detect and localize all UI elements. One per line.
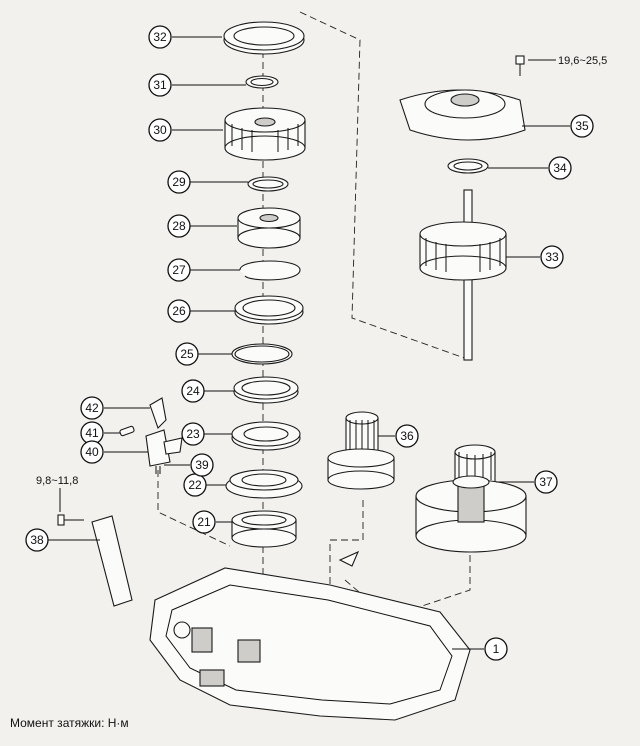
svg-text:28: 28 bbox=[172, 219, 186, 233]
svg-text:41: 41 bbox=[85, 426, 99, 440]
callout-21: 21 bbox=[192, 510, 216, 534]
part-33-shaft-gear bbox=[419, 189, 507, 361]
part-29-snap-ring bbox=[247, 176, 289, 192]
svg-text:27: 27 bbox=[172, 263, 186, 277]
svg-text:21: 21 bbox=[197, 515, 211, 529]
svg-text:31: 31 bbox=[153, 78, 167, 92]
part-25-ring bbox=[231, 343, 293, 365]
callout-40: 40 bbox=[80, 440, 104, 464]
callout-1: 1 bbox=[484, 637, 508, 661]
part-24-plate bbox=[233, 376, 299, 404]
svg-text:33: 33 bbox=[545, 250, 559, 264]
part-34-ring bbox=[447, 158, 489, 174]
part-42-lever bbox=[149, 397, 167, 430]
svg-text:26: 26 bbox=[172, 304, 186, 318]
callout-42: 42 bbox=[80, 396, 104, 420]
svg-text:40: 40 bbox=[85, 445, 99, 459]
svg-text:23: 23 bbox=[186, 427, 200, 441]
torque-label-left: 9,8~11,8 bbox=[36, 475, 78, 487]
callout-39: 39 bbox=[190, 453, 214, 477]
svg-text:25: 25 bbox=[180, 347, 194, 361]
callout-41: 41 bbox=[80, 421, 104, 445]
torque-units-caption: Момент затяжки: Н·м bbox=[10, 716, 129, 730]
part-22-dish bbox=[225, 469, 303, 499]
callout-23: 23 bbox=[181, 422, 205, 446]
callout-37: 37 bbox=[534, 470, 558, 494]
part-40-detent bbox=[145, 429, 183, 467]
callout-35: 35 bbox=[570, 114, 594, 138]
callout-32: 32 bbox=[148, 25, 172, 49]
part-26-plate bbox=[234, 295, 304, 325]
part-39-spring bbox=[155, 466, 161, 474]
svg-text:38: 38 bbox=[30, 533, 44, 547]
svg-text:32: 32 bbox=[153, 30, 167, 44]
callout-33: 33 bbox=[540, 245, 564, 269]
part-1-transmission-case bbox=[149, 550, 471, 721]
callout-38: 38 bbox=[25, 528, 49, 552]
callout-30: 30 bbox=[148, 118, 172, 142]
svg-text:30: 30 bbox=[153, 123, 167, 137]
callout-22: 22 bbox=[183, 473, 207, 497]
part-27-snap-ring bbox=[239, 260, 301, 281]
part-38-cover bbox=[57, 514, 133, 607]
svg-text:36: 36 bbox=[400, 429, 414, 443]
callout-25: 25 bbox=[175, 342, 199, 366]
torque-label-top-right: 19,6~25,5 bbox=[558, 55, 607, 67]
svg-text:42: 42 bbox=[85, 401, 99, 415]
callout-29: 29 bbox=[167, 170, 191, 194]
part-36-pinion-gear bbox=[327, 411, 395, 490]
callout-36: 36 bbox=[395, 424, 419, 448]
callout-28: 28 bbox=[167, 214, 191, 238]
callout-34: 34 bbox=[548, 156, 572, 180]
part-35-housing bbox=[399, 55, 526, 141]
callout-27: 27 bbox=[167, 258, 191, 282]
svg-text:37: 37 bbox=[539, 475, 553, 489]
part-30-drum bbox=[224, 107, 306, 161]
part-28-hub bbox=[237, 207, 301, 249]
svg-text:35: 35 bbox=[575, 119, 589, 133]
svg-text:22: 22 bbox=[188, 478, 202, 492]
callout-leaders bbox=[48, 36, 570, 650]
svg-text:24: 24 bbox=[186, 384, 200, 398]
callout-24: 24 bbox=[181, 379, 205, 403]
part-21-spring-retainer bbox=[231, 510, 297, 548]
part-32-clutch-pack bbox=[223, 21, 305, 55]
svg-text:39: 39 bbox=[195, 458, 209, 472]
part-37-differential bbox=[415, 444, 527, 553]
part-31-ring bbox=[245, 75, 279, 89]
part-23-plate bbox=[231, 421, 301, 451]
callout-26: 26 bbox=[167, 299, 191, 323]
svg-text:1: 1 bbox=[493, 642, 500, 656]
svg-text:34: 34 bbox=[553, 161, 567, 175]
part-41-pin bbox=[119, 425, 135, 437]
svg-text:29: 29 bbox=[172, 175, 186, 189]
callout-31: 31 bbox=[148, 73, 172, 97]
